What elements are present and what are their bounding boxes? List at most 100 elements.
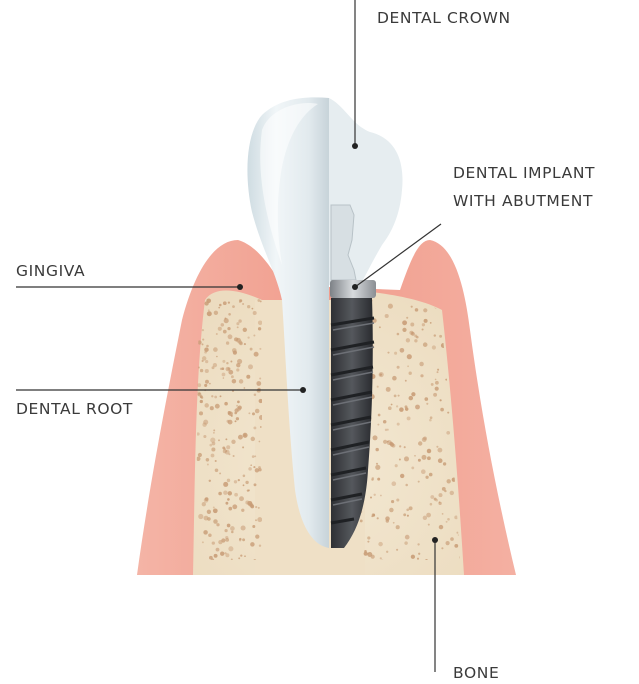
bone-pore: [223, 491, 227, 495]
bone-pore: [411, 332, 413, 334]
bone-pore: [411, 392, 415, 396]
bone-pore: [406, 338, 410, 342]
bone-pore: [386, 387, 391, 392]
bone-pore: [385, 314, 389, 318]
bone-pore: [248, 337, 250, 339]
bone-pore: [383, 420, 387, 424]
bone-pore: [411, 306, 413, 308]
bone-pore: [244, 387, 246, 389]
bone-pore: [198, 514, 203, 519]
bone-pore: [222, 373, 226, 377]
bone-pore: [440, 408, 444, 412]
bone-pore: [213, 429, 215, 431]
root-dot: [300, 387, 306, 393]
bone-pore: [396, 549, 398, 551]
bone-pore: [391, 500, 394, 503]
bone-pore: [387, 441, 389, 443]
bone-pore: [377, 386, 379, 388]
bone-pore: [226, 362, 228, 364]
bone-pore: [254, 483, 257, 486]
label-dental-implant-line2: WITH ABUTMENT: [453, 190, 593, 212]
bone-pore: [377, 424, 379, 426]
bone-pore: [215, 460, 217, 462]
bone-pore: [392, 376, 397, 381]
bone-pore: [417, 543, 419, 545]
bone-pore: [209, 444, 212, 447]
bone-pore: [402, 320, 407, 325]
bone-pore: [243, 484, 245, 486]
bone-pore: [420, 374, 423, 377]
bone-pore: [399, 407, 404, 412]
bone-pore: [211, 395, 213, 397]
label-dental-root: DENTAL ROOT: [16, 398, 133, 420]
bone-pore: [223, 377, 225, 379]
bone-pore: [220, 552, 224, 556]
bone-pore: [214, 311, 218, 315]
bone-pore: [430, 495, 434, 499]
bone-pore: [442, 513, 444, 515]
bone-pore: [447, 479, 451, 483]
bone-pore: [237, 401, 240, 404]
bone-pore: [237, 326, 239, 328]
bone-pore: [211, 447, 215, 451]
bone-pore: [239, 539, 241, 541]
bone-pore: [204, 301, 208, 305]
bone-pore: [211, 454, 215, 458]
bone-pore: [375, 465, 380, 470]
bone-pore: [214, 554, 218, 558]
bone-pore: [376, 463, 378, 465]
bone-pore: [238, 319, 241, 322]
bone-pore: [383, 440, 387, 444]
bone-pore: [441, 547, 443, 549]
bone-pore: [426, 513, 431, 518]
bone-pore: [254, 393, 257, 396]
bone-pore: [439, 493, 443, 497]
bone-pore: [227, 479, 230, 482]
bone-pore: [216, 548, 220, 552]
bone-pore: [248, 489, 250, 491]
bone-pore: [393, 522, 395, 524]
bone-pore: [218, 327, 222, 331]
bone-pore: [404, 541, 407, 544]
bone-pore: [385, 516, 389, 520]
bone-pore: [215, 404, 220, 409]
bone-pore: [404, 456, 409, 461]
bone-pore: [218, 439, 220, 441]
bone-pore: [440, 399, 442, 401]
bone-pore: [405, 535, 410, 540]
bone-pore: [218, 307, 220, 309]
bone-pore: [429, 419, 432, 422]
bone-pore: [228, 370, 233, 375]
bone-pore: [224, 402, 228, 406]
bone-pore: [397, 366, 400, 369]
bone-pore: [396, 498, 399, 501]
bone-pore: [446, 541, 450, 545]
bone-pore: [430, 322, 432, 324]
bone-pore: [377, 478, 380, 481]
bone-pore: [435, 387, 439, 391]
bone-pore: [202, 339, 204, 341]
bone-pore: [396, 405, 398, 407]
bone-pore: [407, 354, 412, 359]
bone-pore: [216, 356, 218, 358]
bone-pore: [238, 557, 240, 559]
bone-pore: [236, 322, 239, 325]
bone-pore: [205, 369, 209, 373]
implant-dot: [352, 284, 358, 290]
bone-pore: [415, 405, 420, 410]
bone-pore: [373, 435, 378, 440]
bone-pore: [248, 467, 252, 471]
bone-pore: [220, 395, 222, 397]
bone-pore: [404, 446, 406, 448]
bone-pore: [447, 412, 449, 414]
bone-pore: [236, 417, 239, 420]
bone-pore: [250, 464, 252, 466]
bone-pore: [414, 335, 417, 338]
bone-pore: [222, 360, 225, 363]
bone-pore: [423, 342, 428, 347]
bone-pore: [244, 555, 246, 557]
bone-pore: [228, 507, 232, 511]
bone-pore: [422, 323, 425, 326]
bone-pore: [228, 491, 232, 495]
bone-pore: [219, 472, 221, 474]
